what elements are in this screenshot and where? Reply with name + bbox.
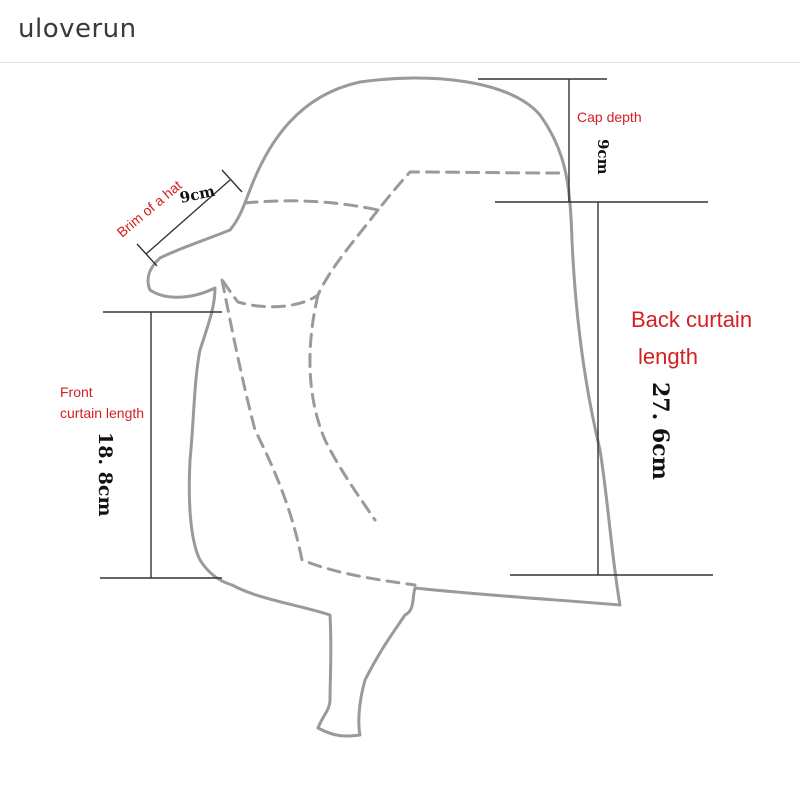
front-curtain-value: 18. 8cm (94, 432, 116, 517)
seam-line-middle (308, 293, 377, 522)
seam-line-front (220, 278, 417, 587)
seam-line-top (243, 170, 562, 212)
cap-depth-label: Cap depth (577, 109, 642, 125)
brim-label: Brim of a hat (114, 177, 185, 240)
brim-value: 9cm (178, 182, 217, 207)
back-curtain-value: 27. 6cm (647, 382, 673, 480)
front-curtain-label-line1: Front (60, 384, 93, 400)
back-curtain-label-line1: Back curtain (631, 307, 752, 332)
back-curtain-label-line2: length (638, 344, 698, 369)
front-curtain-label-line2: curtain length (60, 405, 144, 421)
cap-depth-value: 9cm (594, 139, 612, 175)
seam-line-cap (220, 208, 380, 309)
brand-name: uloverun (18, 14, 137, 44)
brim-arrow (145, 179, 231, 255)
brim-tick-left (136, 243, 158, 267)
header: uloverun (0, 0, 800, 63)
brim-tick-right (221, 169, 243, 193)
hat-outline (146, 76, 622, 738)
